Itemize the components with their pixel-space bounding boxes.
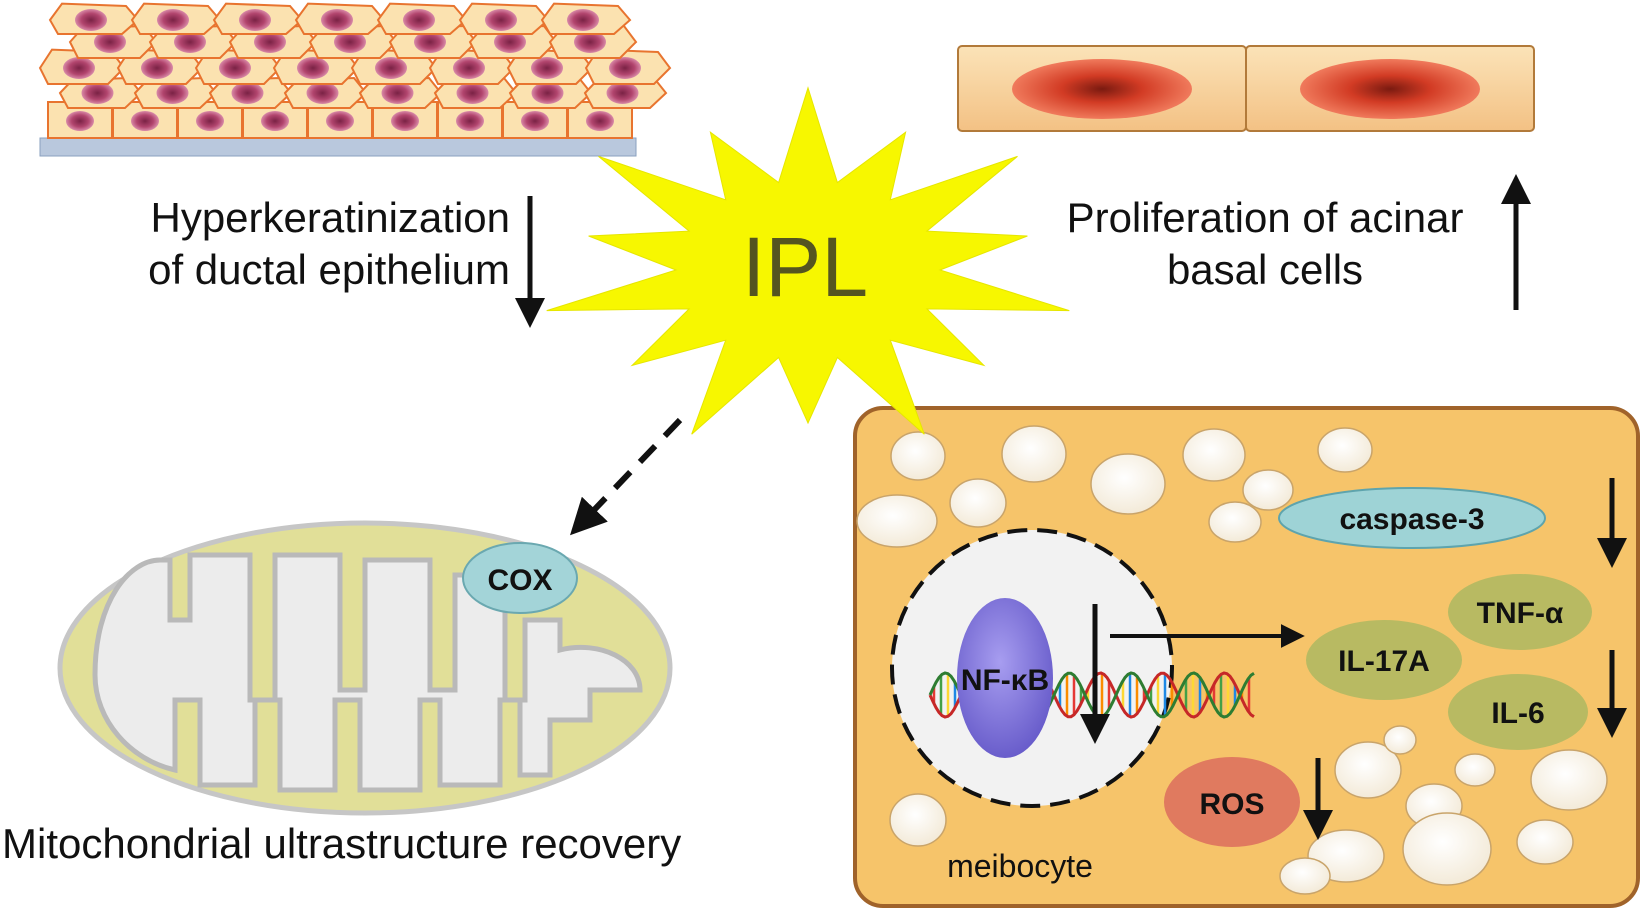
il-6-label: IL-6 [1491,697,1544,730]
epithelial-nucleus [485,9,517,31]
epithelial-nucleus [261,111,289,131]
lipid-vesicle [1317,427,1373,473]
epithelial-nucleus [456,82,489,104]
il-17a-label: IL-17A [1338,645,1430,678]
basement-membrane [39,137,637,157]
epithelial-nucleus [75,9,107,31]
acinar-nucleus [1012,59,1192,119]
epithelial-nucleus [453,57,485,79]
lipid-vesicle [856,494,938,548]
epithelial-nucleus [66,111,94,131]
lipid-vesicle [1530,749,1608,811]
epithelial-nucleus [254,31,286,53]
epithelial-nucleus [531,82,564,104]
epithelial-nucleus [403,9,435,31]
caspase-3-label: caspase-3 [1339,503,1484,536]
proliferation-line2: basal cells [1166,246,1364,293]
nfkb-label: NF-κB [961,664,1049,697]
meibocyte-label: meibocyte [947,848,1093,884]
ipl-starburst [546,86,1070,435]
epithelial-nucleus [219,57,251,79]
lipid-vesicle [1334,741,1402,799]
ipl-label: IPL [742,220,868,314]
mitochondrial-recovery-caption: Mitochondrial ultrastructure recovery [2,820,682,867]
proliferation-label: Proliferation of acinar basal cells [1030,192,1500,296]
lipid-vesicles [856,425,1608,895]
cox-protein [462,542,578,614]
epithelial-nucleus [531,57,563,79]
epithelial-nucleus [63,57,95,79]
epithelial-nucleus [141,57,173,79]
il-6 [1448,674,1588,750]
epithelial-nucleus [174,31,206,53]
il-17a [1306,620,1462,700]
lipid-vesicle [890,431,946,481]
lipid-vesicle [1402,812,1492,886]
epithelial-nucleus [521,111,549,131]
epithelial-nucleus [306,82,339,104]
epithelial-nucleus [131,111,159,131]
proliferation-line1: Proliferation of acinar [1066,194,1464,241]
tnf-alpha [1448,574,1592,650]
mitochondrion-cristae [92,552,643,793]
epithelial-cells [38,2,672,139]
epithelial-nucleus [334,31,366,53]
lipid-vesicle [1001,425,1067,483]
nfkb-protein [957,598,1053,758]
cox-label: COX [487,564,552,597]
hyperkeratinization-line1: Hyperkeratinization [150,194,510,241]
epithelial-nucleus [326,111,354,131]
acinar-basal-cells-illustration [957,45,1535,132]
epithelial-nucleus [567,9,599,31]
lipid-vesicle [1242,469,1294,511]
epithelial-nucleus [381,82,414,104]
epithelial-nucleus [81,82,114,104]
epithelial-nucleus [609,57,641,79]
mitochondrion: COX [57,520,673,816]
lipid-vesicle [1182,428,1246,482]
acinar-nucleus [1300,59,1480,119]
lipid-vesicle [1279,857,1331,895]
epithelial-nucleus [414,31,446,53]
epithelial-nucleus [586,111,614,131]
lipid-vesicle [1090,453,1166,515]
epithelial-nucleus [157,9,189,31]
epithelial-nucleus [391,111,419,131]
ipl-to-cox-dashed-arrow [570,417,683,536]
epithelial-nucleus [375,57,407,79]
lipid-vesicle [1516,819,1574,865]
epithelial-nucleus [94,31,126,53]
epithelial-nucleus [494,31,526,53]
epithelial-nucleus [156,82,189,104]
lipid-vesicle [1383,725,1417,755]
epithelial-nucleus [196,111,224,131]
hyperkeratinization-line2: of ductal epithelium [148,246,510,293]
epithelial-nucleus [231,82,264,104]
hyperkeratinization-label: Hyperkeratinization of ductal epithelium [40,192,510,296]
ros [1164,757,1300,847]
ductal-epithelium-illustration [38,2,672,157]
lipid-vesicle [949,478,1007,528]
epithelial-nucleus [456,111,484,131]
epithelial-nucleus [239,9,271,31]
lipid-vesicle [1454,753,1496,787]
ros-label: ROS [1199,788,1264,821]
epithelial-nucleus [321,9,353,31]
epithelial-nucleus [574,31,606,53]
epithelial-nucleus [606,82,639,104]
lipid-vesicle [1208,501,1262,543]
tnf-alpha-label: TNF-α [1477,597,1564,630]
epithelial-nucleus [297,57,329,79]
lipid-vesicle [889,793,947,847]
meibocyte-cell: NF-κB caspase-3 TNF-α IL-17A IL-6 ROS me… [853,406,1640,908]
caspase-3-enzyme [1278,487,1546,549]
